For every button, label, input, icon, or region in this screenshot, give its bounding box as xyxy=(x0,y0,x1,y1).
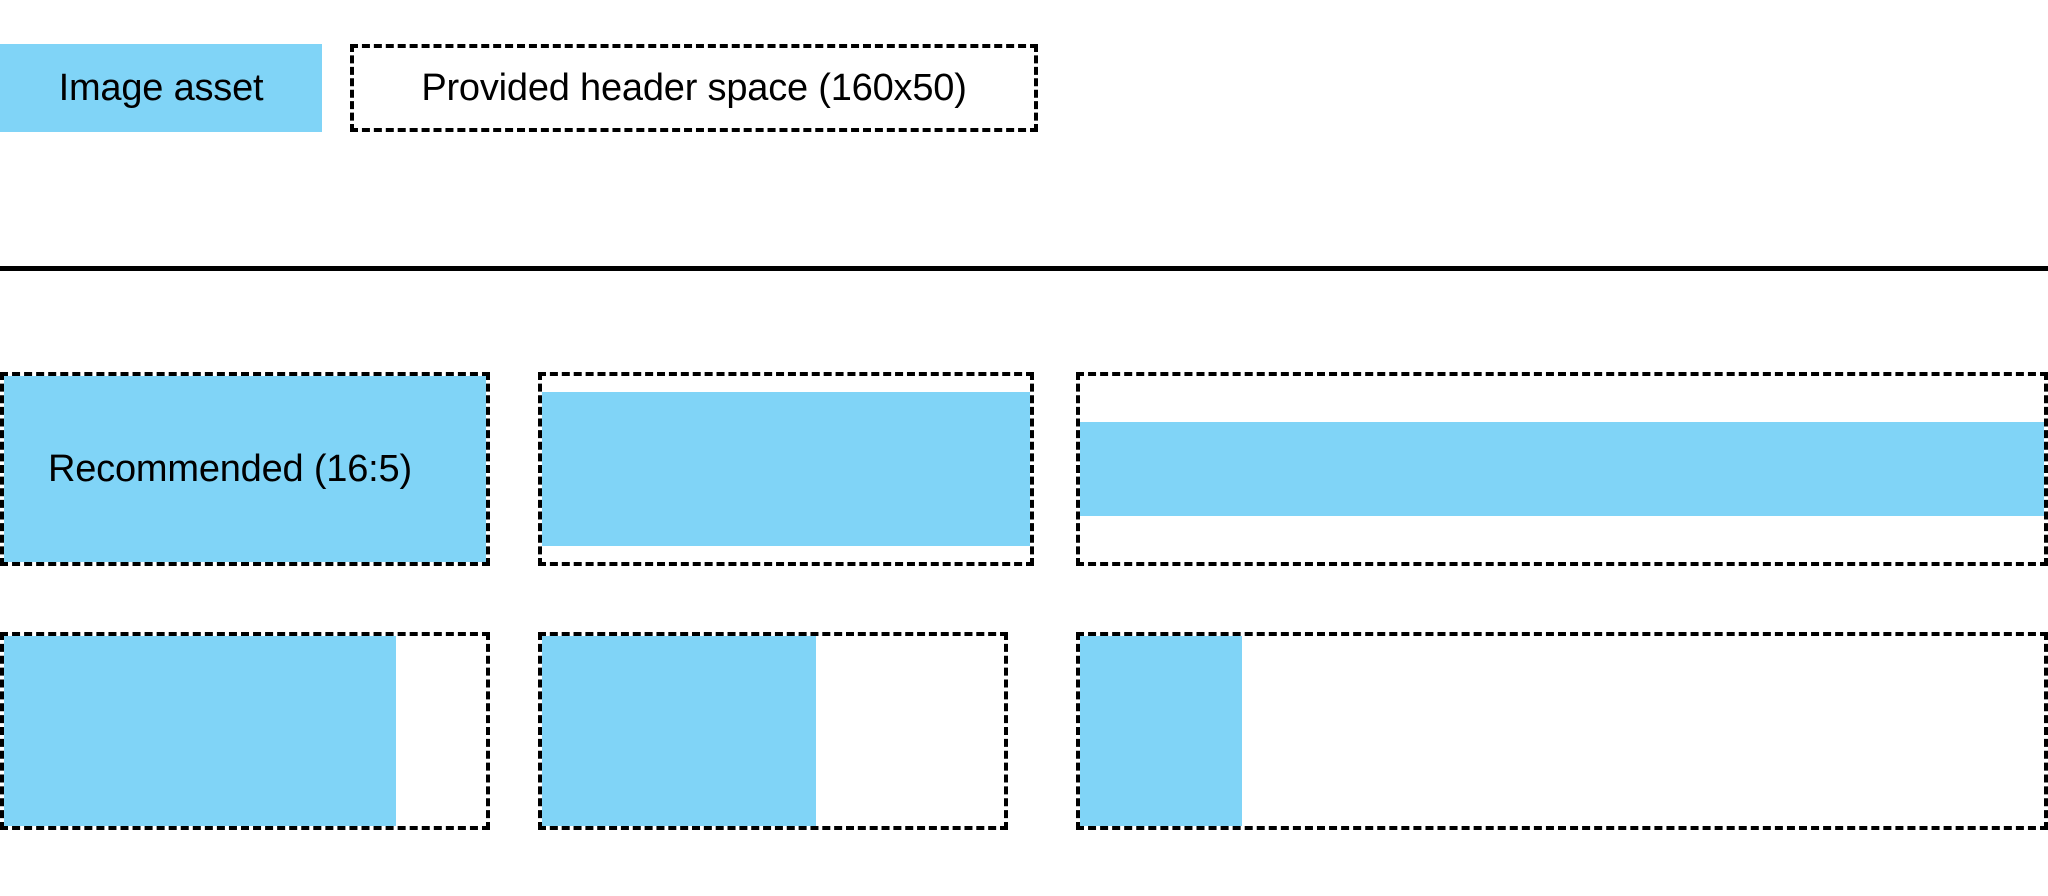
ratio-cell-r1c3 xyxy=(1076,372,2048,566)
legend-image-asset-swatch: Image asset xyxy=(0,44,322,132)
image-asset-fill xyxy=(4,636,396,826)
image-asset-fill xyxy=(1080,636,1242,826)
ratio-cell-r2c1 xyxy=(0,632,490,830)
legend-row: Image asset Provided header space (160x5… xyxy=(0,44,1038,132)
horizontal-divider xyxy=(0,266,2048,271)
ratio-cell-r2c3 xyxy=(1076,632,2048,830)
image-asset-fill xyxy=(542,636,816,826)
legend-header-space-label: Provided header space (160x50) xyxy=(421,67,967,109)
image-asset-fill xyxy=(1080,422,2044,516)
image-asset-fill xyxy=(4,376,486,562)
legend-header-space-box: Provided header space (160x50) xyxy=(350,44,1038,132)
legend-image-asset-label: Image asset xyxy=(58,67,264,109)
ratio-row-2 xyxy=(0,632,2048,830)
ratio-cell-label-recommended: Recommended (16:5) xyxy=(48,448,412,490)
ratio-cell-recommended: Recommended (16:5) xyxy=(0,372,490,566)
ratio-row-1: Recommended (16:5) xyxy=(0,372,2048,566)
ratio-cell-r2c2 xyxy=(538,632,1008,830)
image-asset-fill xyxy=(542,392,1030,546)
ratio-cell-r1c2 xyxy=(538,372,1034,566)
